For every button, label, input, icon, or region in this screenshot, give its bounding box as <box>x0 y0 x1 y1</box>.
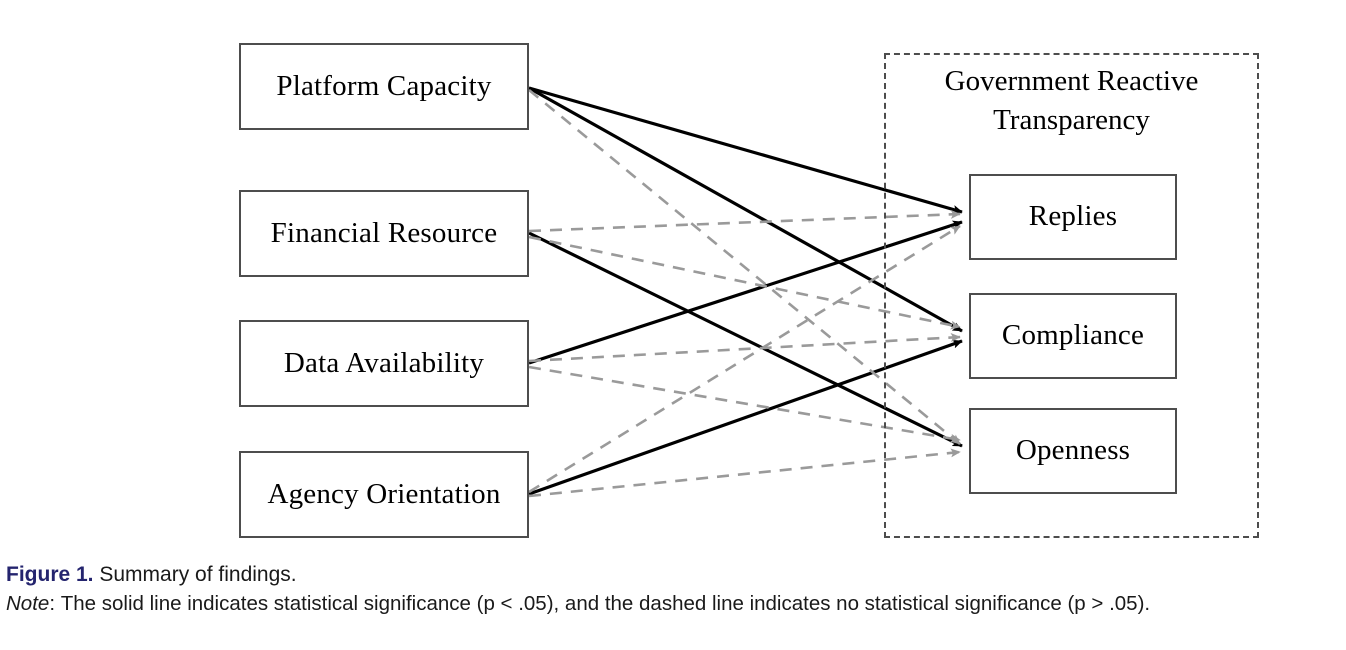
diagram-edges-layer <box>528 86 963 498</box>
node-replies-label: Replies <box>1028 200 1118 233</box>
node-openness-label: Openness <box>1015 434 1131 467</box>
group-title-line-2: Transparency <box>993 103 1150 136</box>
edge-data-availability-to-replies <box>528 220 963 365</box>
node-openness[interactable]: Openness <box>969 408 1177 494</box>
edge-financial-resource-to-replies <box>528 209 961 233</box>
significant-edges <box>528 86 963 496</box>
edge-platform-capacity-to-replies <box>528 86 963 214</box>
figure-caption: Figure 1. Summary of findings. Note: The… <box>0 560 1346 619</box>
node-financial-resource[interactable]: Financial Resource <box>239 190 529 277</box>
edge-data-availability-to-openness <box>528 365 961 443</box>
edge-financial-resource-to-compliance <box>528 235 961 330</box>
edge-platform-capacity-to-openness <box>528 88 961 446</box>
caption-note-text: The solid line indicates statistical sig… <box>60 591 1151 615</box>
path-diagram: Government Reactive Transparency Platfor… <box>239 43 1259 538</box>
node-data-availability[interactable]: Data Availability <box>239 320 529 407</box>
caption-figure-label: Figure 1. <box>6 563 94 586</box>
node-compliance[interactable]: Compliance <box>969 293 1177 379</box>
node-agency-orientation-label: Agency Orientation <box>267 477 501 510</box>
edge-agency-orientation-to-compliance <box>528 339 963 496</box>
edge-financial-resource-to-openness <box>528 231 963 448</box>
group-title-line-1: Government Reactive <box>944 65 1199 97</box>
caption-title-text: Summary of findings. <box>99 563 297 586</box>
node-platform-capacity[interactable]: Platform Capacity <box>239 43 529 130</box>
node-financial-resource-label: Financial Resource <box>270 216 498 249</box>
edge-data-availability-to-compliance <box>528 333 961 363</box>
node-compliance-label: Compliance <box>1001 319 1145 352</box>
node-platform-capacity-label: Platform Capacity <box>276 69 492 102</box>
node-replies[interactable]: Replies <box>969 174 1177 260</box>
edge-agency-orientation-to-replies <box>528 224 961 494</box>
caption-note-line: Note: The solid line indicates statistic… <box>6 590 1340 619</box>
caption-note-label: Note <box>6 591 50 615</box>
non-significant-edges <box>528 88 961 498</box>
edge-platform-capacity-to-compliance <box>528 86 963 333</box>
caption-title-line: Figure 1. Summary of findings. <box>6 560 1340 590</box>
caption-note-separator: : <box>49 591 56 615</box>
edge-agency-orientation-to-openness <box>528 448 961 498</box>
node-agency-orientation[interactable]: Agency Orientation <box>239 451 529 538</box>
group-container-government-reactive-transparency <box>884 53 1259 538</box>
node-data-availability-label: Data Availability <box>283 346 485 379</box>
group-title: Government Reactive Transparency <box>884 62 1259 139</box>
